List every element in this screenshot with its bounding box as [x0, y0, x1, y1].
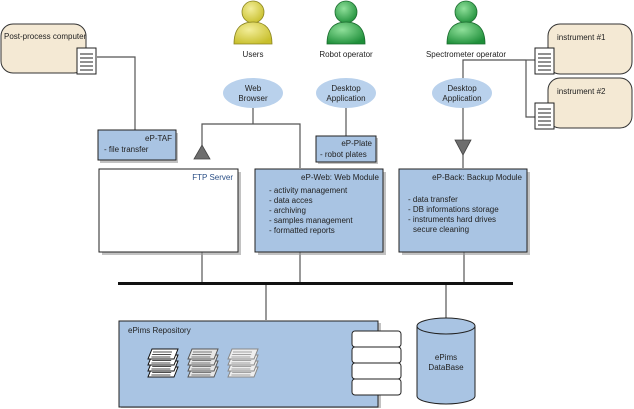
client-shape: [223, 78, 283, 108]
actor-spectrometer-operator-label: Spectrometer operator: [426, 50, 506, 59]
computer-shape: [547, 77, 633, 129]
file-sheet: [147, 348, 179, 360]
arrow-down-icon: [454, 139, 472, 156]
client-label: Application: [326, 94, 365, 103]
file-stack-icon: [227, 348, 259, 378]
arrow-up-icon: [193, 144, 211, 160]
file-sheet: [187, 348, 219, 360]
actor-users-label: Users: [243, 50, 264, 59]
module-ep-back[interactable]: eP-Back: Backup Module - data transfer -…: [398, 168, 530, 255]
connector-spectro-instrument2: [525, 60, 535, 118]
module-item: - data acces: [269, 196, 313, 205]
post-process-computer[interactable]: Post-process computer: [0, 23, 87, 74]
module-title: eP-Web: Web Module: [301, 173, 380, 182]
database-body: [416, 326, 476, 405]
actor-robot-operator[interactable]: Robot operator: [319, 0, 373, 59]
person-icon: [233, 0, 273, 45]
module-item: - data transfer: [408, 195, 458, 204]
actor-users[interactable]: Users: [233, 0, 273, 59]
actor-spectrometer-operator[interactable]: Spectrometer operator: [426, 0, 506, 59]
module-ep-plate[interactable]: eP-Plate - robot plates: [315, 135, 378, 164]
database-label: DataBase: [428, 363, 464, 372]
instrument-2-label: instrument #2: [557, 87, 606, 96]
repository-ports: [351, 330, 402, 396]
person-icon: [326, 0, 366, 45]
person-icon: [446, 0, 486, 45]
file-stack-icon: [187, 348, 219, 378]
module-ep-taf[interactable]: eP-TAF - file transfer: [97, 129, 178, 163]
module-item: - formatted reports: [269, 226, 335, 235]
connector-browser-split: [201, 123, 301, 168]
module-item: secure cleaning: [413, 225, 469, 234]
client-label: Browser: [238, 94, 268, 103]
module-shape: [398, 168, 528, 253]
file-stacks: [147, 348, 259, 378]
module-title: eP-TAF: [145, 134, 172, 143]
client-label: Desktop: [331, 84, 361, 93]
connectors: [97, 56, 535, 320]
client-shape: [432, 78, 492, 108]
module-shape: [98, 168, 239, 253]
actor-robot-operator-label: Robot operator: [319, 50, 373, 59]
document-icon: [534, 47, 555, 75]
client-label: Desktop: [447, 84, 477, 93]
database-label: ePims: [435, 353, 457, 362]
client-desktop-application-spectrometer[interactable]: Desktop Application: [432, 78, 492, 108]
module-item: - archiving: [269, 206, 306, 215]
connector-postprocess-taf: [97, 56, 136, 130]
file-sheet: [227, 348, 259, 360]
module-ep-web[interactable]: eP-Web: Web Module - activity management…: [254, 168, 386, 255]
module-item: - activity management: [269, 186, 348, 195]
database-top: [416, 317, 476, 335]
module-item: - DB informations storage: [408, 205, 499, 214]
network-bus: [118, 282, 513, 285]
client-label: Web: [245, 84, 262, 93]
port-slot: [351, 362, 402, 380]
client-desktop-application-robot[interactable]: Desktop Application: [316, 78, 376, 108]
repository-title: ePims Repository: [128, 326, 191, 335]
module-item: - samples management: [269, 216, 353, 225]
module-item: - instruments hard drives: [408, 215, 496, 224]
port-slot: [351, 330, 402, 348]
module-shape: [97, 129, 177, 161]
module-item: - file transfer: [104, 145, 149, 154]
document-icon: [76, 47, 97, 75]
client-label: Application: [442, 94, 481, 103]
module-shape: [254, 168, 384, 253]
module-title: eP-Plate: [341, 139, 372, 148]
instrument-2[interactable]: instrument #2: [547, 77, 633, 129]
module-item: - robot plates: [320, 150, 367, 159]
file-stack-icon: [147, 348, 179, 378]
port-slot: [351, 378, 402, 396]
instrument-1-label: instrument #1: [557, 33, 606, 42]
module-title: eP-Back: Backup Module: [432, 173, 522, 182]
post-process-computer-label: Post-process computer: [4, 32, 87, 41]
client-shape: [316, 78, 376, 108]
computer-shape: [547, 23, 633, 75]
module-title: FTP Server: [192, 173, 233, 182]
client-web-browser[interactable]: Web Browser: [223, 78, 283, 108]
module-shape: [315, 135, 377, 163]
port-slot: [351, 346, 402, 364]
document-icon: [534, 102, 555, 130]
module-ftp-server[interactable]: FTP Server: [98, 168, 241, 255]
connector-spectro-instrument1: [462, 59, 526, 82]
ePims-repository[interactable]: ePims Repository: [118, 320, 402, 408]
ePims-database[interactable]: ePims DataBase: [416, 317, 476, 405]
instrument-1[interactable]: instrument #1: [547, 23, 633, 75]
